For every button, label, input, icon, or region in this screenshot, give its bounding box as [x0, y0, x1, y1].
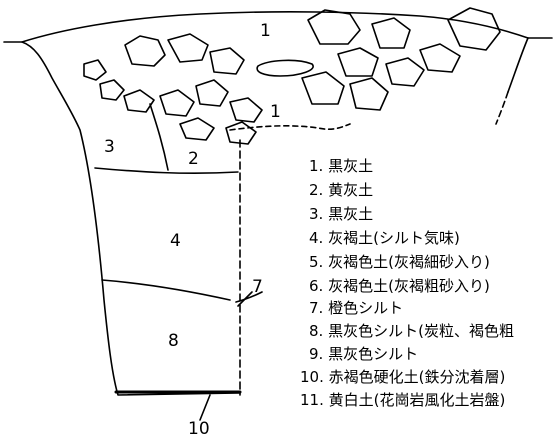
layer-number: 7: [252, 277, 263, 297]
stone: [123, 89, 155, 113]
legend-number: 10.: [300, 368, 324, 386]
legend-number: 2.: [309, 181, 324, 199]
legend-item: 4. 灰褐土(シルト気味): [309, 231, 460, 246]
legend-text: 黒灰土: [328, 157, 374, 175]
stone: [371, 17, 411, 49]
legend-item: 1. 黒灰土: [309, 159, 373, 174]
layer-number: 1: [260, 21, 271, 41]
stone: [419, 43, 461, 73]
stone: [256, 59, 314, 77]
layer-number: 3: [104, 137, 115, 157]
legend-item: 7. 橙色シルト: [309, 301, 403, 316]
stone: [83, 59, 107, 81]
stone: [195, 79, 229, 107]
legend-text: 黄白土(花崗岩風化土岩盤): [328, 391, 506, 409]
legend-text: 黄灰土: [328, 181, 374, 199]
pit-outline-right-dashed: [495, 91, 509, 125]
stone: [159, 89, 195, 117]
stone: [385, 57, 425, 87]
legend-number: 9.: [309, 345, 324, 363]
layer-number: 8: [168, 331, 179, 351]
legend-number: 4.: [309, 229, 324, 247]
legend-item: 5. 灰褐色土(灰褐細砂入り): [309, 255, 490, 270]
boundary-4-8: [101, 279, 231, 301]
legend-number: 3.: [309, 205, 324, 223]
stone: [124, 35, 166, 67]
layer-number: 1: [270, 102, 281, 122]
legend-text: 灰褐色土(灰褐細砂入り): [328, 253, 490, 271]
legend-number: 11.: [300, 391, 324, 409]
stone: [167, 33, 209, 63]
stone: [301, 71, 345, 105]
pit-outline-right: [507, 37, 529, 93]
leader-10: [199, 394, 211, 421]
stone: [307, 9, 361, 45]
leader-7: [237, 291, 253, 307]
stone: [349, 77, 389, 111]
ground-surface: [21, 11, 553, 43]
legend-text: 灰褐土(シルト気味): [328, 229, 460, 247]
pit-outline: [3, 41, 241, 396]
legend-number: 8.: [309, 322, 324, 340]
legend-item: 11. 黄白土(花崗岩風化土岩盤): [300, 393, 505, 408]
legend-item: 6. 灰褐色土(灰褐粗砂入り): [309, 279, 490, 294]
legend-text: 黒灰色シルト(炭粒、褐色粗: [328, 322, 514, 340]
legend-text: 灰褐色土(灰褐粗砂入り): [328, 277, 490, 295]
boundary-3-4: [94, 167, 239, 175]
legend-item: 9. 黒灰色シルト: [309, 347, 418, 362]
legend-text: 黒灰土: [328, 205, 374, 223]
stone: [99, 79, 125, 101]
legend-number: 1.: [309, 157, 324, 175]
legend-item: 10. 赤褐色硬化土(鉄分沈着層): [300, 370, 505, 385]
layer-number: 10: [188, 419, 210, 437]
legend-number: 6.: [309, 277, 324, 295]
legend-number: 5.: [309, 253, 324, 271]
stone: [209, 47, 245, 75]
layer-number: 2: [188, 149, 199, 169]
boundary-1-lower: [229, 123, 351, 131]
legend-item: 2. 黄灰土: [309, 183, 373, 198]
stone: [225, 121, 257, 145]
stone: [447, 7, 501, 51]
boundary-2-left: [149, 103, 169, 171]
legend-text: 赤褐色硬化土(鉄分沈着層): [328, 368, 506, 386]
legend-item: 3. 黒灰土: [309, 207, 373, 222]
layer-number: 4: [170, 231, 181, 251]
stone: [179, 117, 215, 141]
legend-text: 黒灰色シルト: [328, 345, 419, 363]
stone: [337, 47, 379, 77]
stone: [229, 97, 263, 123]
legend-text: 橙色シルト: [328, 299, 404, 317]
legend-number: 7.: [309, 299, 324, 317]
boundary-7: [235, 291, 263, 303]
legend-item: 8. 黒灰色シルト(炭粒、褐色粗: [309, 324, 514, 339]
